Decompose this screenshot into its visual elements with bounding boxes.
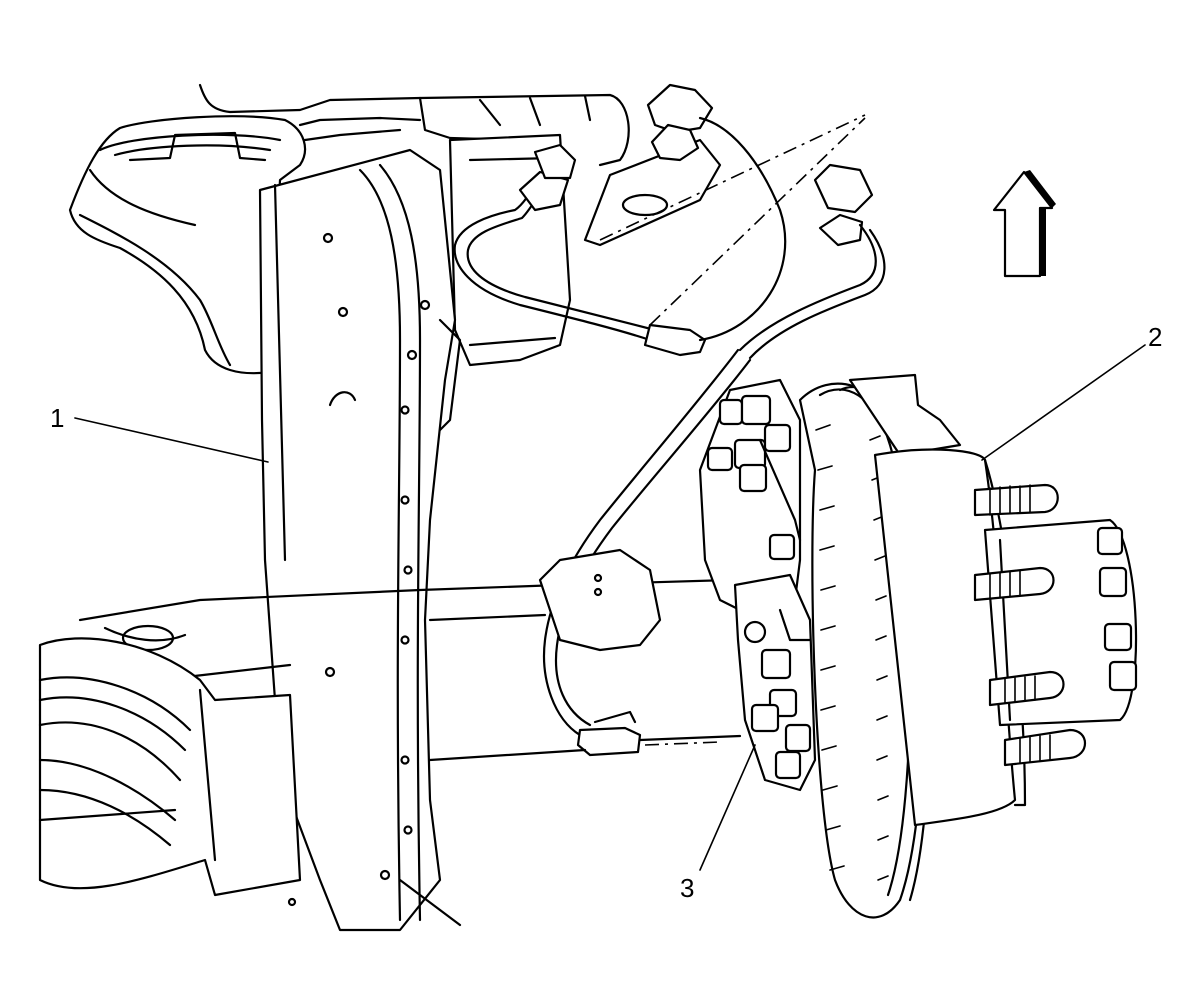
routing-lines (599, 114, 866, 326)
up-arrow-icon (992, 170, 1056, 278)
callout-3-label: 3 (680, 873, 694, 903)
callout-2: 2 (981, 322, 1162, 461)
upper-control-arm-mount (68, 115, 307, 375)
callout-1-label: 1 (50, 403, 64, 433)
wheel-studs (973, 483, 1086, 767)
frame-rail (258, 148, 462, 932)
hub-lug-nuts (1096, 526, 1138, 692)
callout-1: 1 (50, 403, 269, 463)
lower-control-arm (38, 637, 302, 897)
callout-2-label: 2 (1148, 322, 1162, 352)
caliper-bolts (706, 394, 812, 780)
callout-3: 3 (680, 744, 756, 903)
brake-hose-bracket (583, 83, 874, 247)
brake-rotor (798, 373, 1027, 919)
wheel-hub (973, 483, 1138, 767)
brake-hose (453, 116, 886, 360)
brake-caliper (698, 378, 817, 792)
